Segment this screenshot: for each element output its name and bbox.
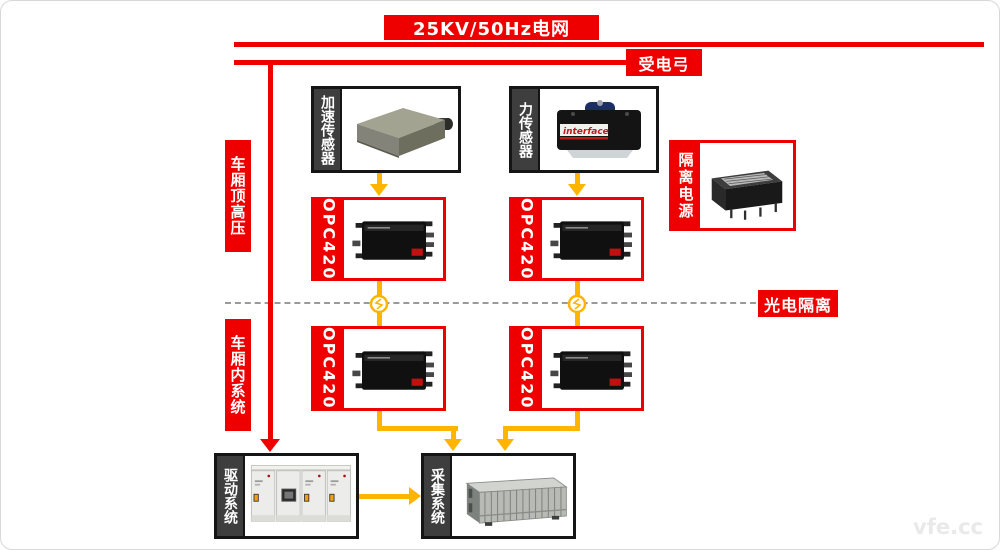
line-opc-br-across xyxy=(503,426,580,431)
arrow-drive-to-acq xyxy=(409,487,421,505)
isolated-power-box: 隔离电源 xyxy=(669,140,796,231)
drive-system-label: 驱动系统 xyxy=(222,468,238,524)
opc420-device-image xyxy=(351,221,434,260)
pantograph-badge: 受电弓 xyxy=(626,49,702,76)
watermark: vfe.cc xyxy=(913,515,983,539)
force-sensor-brand: interface xyxy=(563,127,609,137)
opc420-photo xyxy=(344,200,443,278)
opc420-stripe: OPC420 xyxy=(512,327,542,410)
accel-sensor-box: 加速传感器 xyxy=(311,86,461,173)
accel-sensor-photo xyxy=(342,89,458,170)
acquisition-system-label: 采集系统 xyxy=(429,468,445,524)
acquisition-system-photo xyxy=(452,456,573,536)
line-opc-br-drop xyxy=(503,426,508,441)
opc420-stripe: OPC420 xyxy=(314,327,344,410)
roof-hv-feed-line xyxy=(268,60,273,441)
optical-isolation-label: 光电隔离 xyxy=(763,295,832,315)
arrow-force-to-opc xyxy=(568,184,586,196)
isolated-power-label: 隔离电源 xyxy=(676,151,695,220)
pantograph-bus-line xyxy=(234,60,629,65)
opc420-label: OPC420 xyxy=(517,197,537,281)
opc420-label: OPC420 xyxy=(319,197,339,281)
drive-system-box: 驱动系统 xyxy=(214,453,359,539)
roof-hv-label: 车厢顶高压 xyxy=(228,156,247,236)
arrow-hv-to-drive xyxy=(260,439,280,452)
line-opc-bl-across xyxy=(377,426,458,431)
line-opc-bl-drop xyxy=(451,426,456,441)
opc420-box-bottom-right: OPC420 xyxy=(509,326,644,411)
line-opc-br-down xyxy=(575,411,580,431)
isolated-power-photo xyxy=(700,143,793,228)
line-force-to-opc xyxy=(575,173,580,185)
opc420-photo xyxy=(542,329,641,408)
acquisition-system-stripe: 采集系统 xyxy=(424,456,452,536)
force-sensor-label: 力传感器 xyxy=(517,101,533,158)
line-drive-to-acq xyxy=(359,494,409,499)
power-module-image xyxy=(711,170,782,220)
line-opc-bl-down xyxy=(377,411,382,431)
power-grid-label: 25KV/50Hz电网 xyxy=(412,18,571,40)
accel-sensor-label: 加速传感器 xyxy=(319,94,335,165)
force-sensor-stripe: 力传感器 xyxy=(512,89,540,170)
isolated-power-stripe: 隔离电源 xyxy=(672,143,700,228)
arrow-opc-bl-to-acq xyxy=(444,439,462,451)
power-grid-banner: 25KV/50Hz电网 xyxy=(384,15,599,40)
drive-system-photo xyxy=(245,456,356,536)
force-sensor-box: 力传感器 interface xyxy=(509,86,659,173)
opc420-box-top-left: OPC420 xyxy=(311,197,446,281)
acquisition-system-box: 采集系统 xyxy=(421,453,576,539)
opc420-stripe: OPC420 xyxy=(314,197,344,281)
opto-coupler-symbol-left xyxy=(369,294,389,314)
cabin-system-badge: 车厢内系统 xyxy=(225,319,251,431)
drive-cabinets-image xyxy=(250,465,351,522)
opc420-device-image xyxy=(549,350,632,390)
drive-system-stripe: 驱动系统 xyxy=(217,456,245,536)
opc420-device-image xyxy=(549,221,632,260)
arrow-accel-to-opc xyxy=(370,184,388,196)
load-cell-image: interface xyxy=(557,99,641,158)
force-sensor-photo: interface xyxy=(540,89,656,170)
opc420-stripe: OPC420 xyxy=(512,197,542,281)
daq-chassis-image xyxy=(465,477,568,526)
opto-coupler-symbol-right xyxy=(567,294,587,314)
opc420-photo xyxy=(344,329,443,408)
opc420-label: OPC420 xyxy=(319,327,339,410)
grid-bus-line-top xyxy=(234,42,984,47)
line-accel-to-opc xyxy=(377,173,382,185)
optical-isolation-badge: 光电隔离 xyxy=(758,290,838,317)
cabin-system-label: 车厢内系统 xyxy=(228,335,247,415)
opc420-label: OPC420 xyxy=(517,327,537,410)
accel-sensor-stripe: 加速传感器 xyxy=(314,89,342,170)
roof-hv-badge: 车厢顶高压 xyxy=(225,140,251,252)
opc420-box-bottom-left: OPC420 xyxy=(311,326,446,411)
opc420-device-image xyxy=(351,350,434,390)
arrow-opc-br-to-acq xyxy=(496,439,514,451)
opc420-photo xyxy=(542,200,641,278)
opc420-box-top-right: OPC420 xyxy=(509,197,644,281)
optical-isolation-dashed-line xyxy=(225,302,756,304)
pantograph-label: 受电弓 xyxy=(638,54,690,74)
accelerometer-image xyxy=(357,107,453,158)
